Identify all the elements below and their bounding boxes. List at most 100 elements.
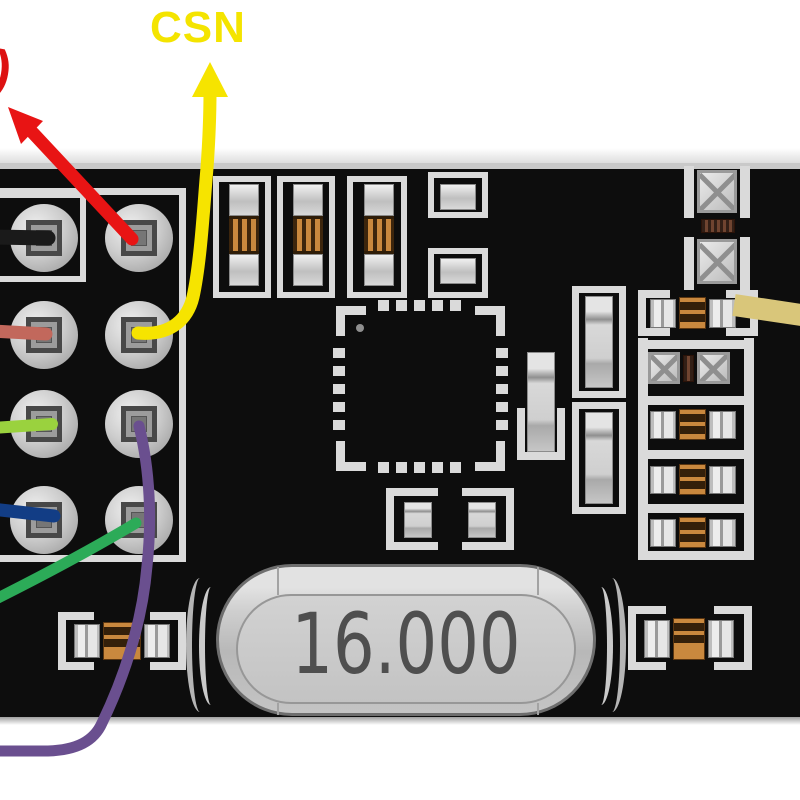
pin-hole (121, 406, 157, 442)
silkscreen-rung (638, 396, 754, 405)
resistor-body (679, 517, 706, 548)
empty-footprint (428, 172, 488, 218)
qfn-corner (475, 441, 505, 471)
inductor (697, 239, 737, 284)
pin-hole (26, 220, 62, 256)
empty-footprint (428, 248, 488, 298)
header-pin-3 (10, 301, 78, 369)
smd-pad (74, 624, 100, 658)
resistor-body (679, 464, 706, 495)
crystal-seam (537, 703, 539, 715)
resistor-body (103, 622, 141, 660)
smd-bracket (684, 237, 694, 290)
smd-pad (644, 620, 670, 658)
resistor-body (229, 216, 259, 254)
qfn-pad (432, 300, 443, 311)
pin-hole (26, 502, 62, 538)
smd-pad (440, 184, 476, 210)
crystal-frequency-marking: 16.000 (216, 588, 596, 700)
pin-hole-center (36, 230, 52, 246)
small-component (701, 219, 735, 233)
smd-pad (708, 620, 734, 658)
qfn-pad (496, 402, 508, 412)
smd-pad (709, 299, 736, 328)
inductor (697, 170, 737, 213)
silkscreen-rung (638, 450, 754, 459)
cap-outline (572, 402, 626, 514)
smd-pad (709, 411, 736, 439)
crystal-lead (598, 578, 626, 712)
resistor-body (364, 216, 394, 254)
pin-hole (26, 406, 62, 442)
qfn-corner (475, 306, 505, 336)
resistor-body (293, 216, 323, 254)
qfn-pin1-dot (356, 324, 364, 332)
qfn-pad (333, 402, 345, 412)
smd-box (347, 176, 407, 298)
cap-bracket (386, 488, 438, 550)
smd-pad (709, 466, 736, 494)
smd-pad (650, 299, 676, 328)
cap-outline (572, 286, 626, 398)
smd-bracket (638, 290, 670, 336)
resistor-body (679, 297, 706, 329)
header-pin-1 (10, 204, 78, 272)
pin-hole (26, 317, 62, 353)
smd-pad (229, 184, 259, 216)
qfn-pad (396, 462, 407, 473)
partial-red-label: ) (0, 39, 17, 101)
qfn-pad (378, 462, 389, 473)
pin-hole (121, 220, 157, 256)
pin-hole-center (131, 230, 147, 246)
qfn-pad (414, 462, 425, 473)
qfn-pad (496, 366, 508, 376)
qfn-pad (378, 300, 389, 311)
header-pin-2 (105, 204, 173, 272)
header-pin-6 (105, 390, 173, 458)
silkscreen-rung (638, 504, 754, 513)
crystal-frequency-text: 16.000 (291, 595, 521, 693)
pin-hole (121, 502, 157, 538)
smd-pad (650, 466, 676, 494)
pin-hole-center (36, 416, 52, 432)
smd-bracket (714, 606, 752, 670)
capacitor (585, 296, 613, 388)
qfn-pad (333, 348, 345, 358)
board-top-shadow (0, 148, 800, 163)
capacitor (585, 412, 613, 504)
header-pin-4 (105, 301, 173, 369)
qfn-corner (336, 306, 366, 336)
smd-box (277, 176, 335, 298)
pin-hole (121, 317, 157, 353)
smd-pad (364, 254, 394, 286)
inductor (648, 352, 680, 384)
qfn-pad (450, 300, 461, 311)
smd-pad (293, 254, 323, 286)
pin-hole-center (131, 327, 147, 343)
small-component (683, 355, 694, 382)
smd-bracket (684, 166, 694, 218)
pin-hole-center (131, 512, 147, 528)
crystal-face (236, 594, 576, 704)
qfn-pad (414, 300, 425, 311)
qfn-pad (496, 348, 508, 358)
silkscreen-rung (638, 340, 754, 349)
red-arrowhead (8, 107, 43, 144)
silkscreen-rail (744, 338, 754, 560)
qfn-pad (396, 300, 407, 311)
pin-hole-center (36, 327, 52, 343)
qfn-pad (432, 462, 443, 473)
smd-pad (650, 411, 676, 439)
smd-pad (650, 519, 676, 547)
header-pin-8 (105, 486, 173, 554)
crystal-seam (537, 567, 539, 595)
crystal-lead (186, 578, 214, 712)
silkscreen-rail (638, 338, 648, 560)
capacitor (527, 352, 555, 452)
header-pin-7 (10, 486, 78, 554)
resistor-body (679, 409, 706, 440)
csn-label: CSN (150, 3, 246, 52)
capacitor (468, 502, 496, 538)
pin-hole-center (131, 416, 147, 432)
